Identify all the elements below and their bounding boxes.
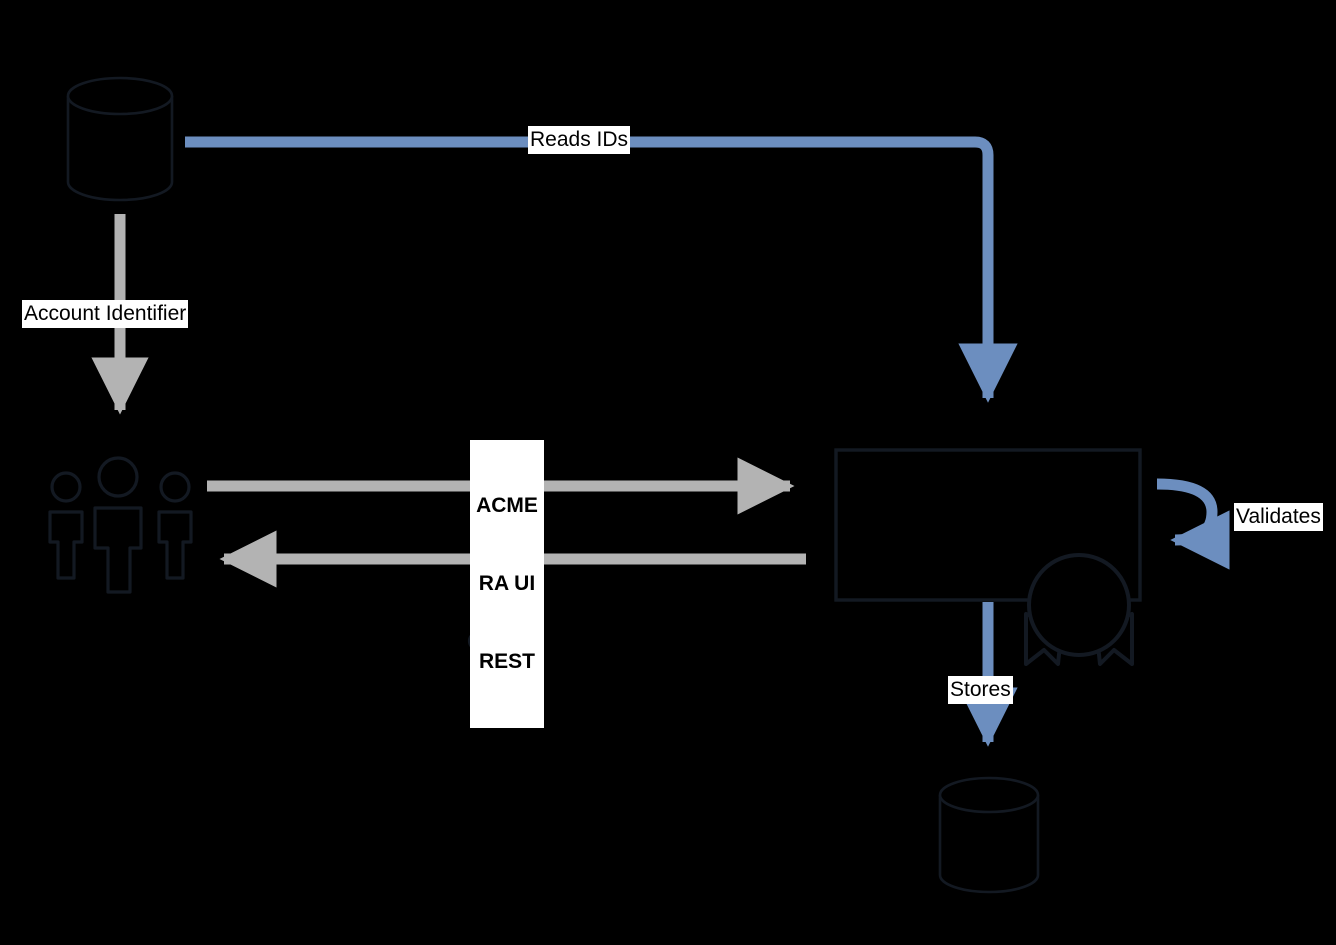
edge-label-account-identifier: Account Identifier [22,300,189,328]
edge-label-reads-ids: Reads IDs [528,126,631,154]
award-rosette [1027,553,1131,657]
edge-label-acme-ra-ui-rest: ACME RA UI REST [470,440,544,728]
cylinder-body [66,96,174,202]
user-body-right [157,510,193,580]
user-head-center [97,456,139,498]
cylinder-top [66,76,174,116]
cylinder-top [938,776,1040,814]
award-seal-icon [1024,553,1134,666]
edge-label-acme-line-1: ACME [476,494,538,517]
edge-label-acme-line-3: REST [478,650,535,673]
edge-label-validates: Validates [1234,503,1323,531]
user-body-center [93,506,143,594]
cylinder-body [938,795,1040,894]
node-source-database[interactable] [66,76,174,202]
edge-validates[interactable] [1156,478,1230,570]
edge-label-stores: Stores [948,676,1013,704]
node-users-group[interactable] [48,456,193,594]
edge-reads-ids[interactable] [185,136,1018,403]
user-head-right [159,471,191,503]
edge-label-acme-line-2: RA UI [478,572,536,595]
user-head-left [50,471,82,503]
user-body-left [48,510,84,580]
node-target-database[interactable] [938,776,1040,894]
